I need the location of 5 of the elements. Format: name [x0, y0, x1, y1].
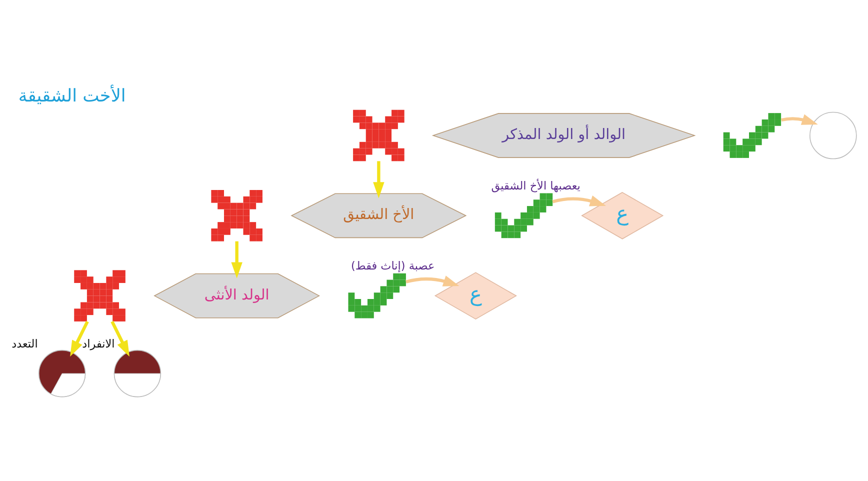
- node-label: الانفراد: [82, 337, 115, 350]
- node-label: التعدد: [12, 337, 38, 350]
- node-label: عصبة (إناث فقط): [351, 260, 435, 273]
- diagram-title: الأخت الشقيقة: [18, 86, 126, 107]
- node-label: يعصبها الأخ الشقيق: [491, 179, 580, 192]
